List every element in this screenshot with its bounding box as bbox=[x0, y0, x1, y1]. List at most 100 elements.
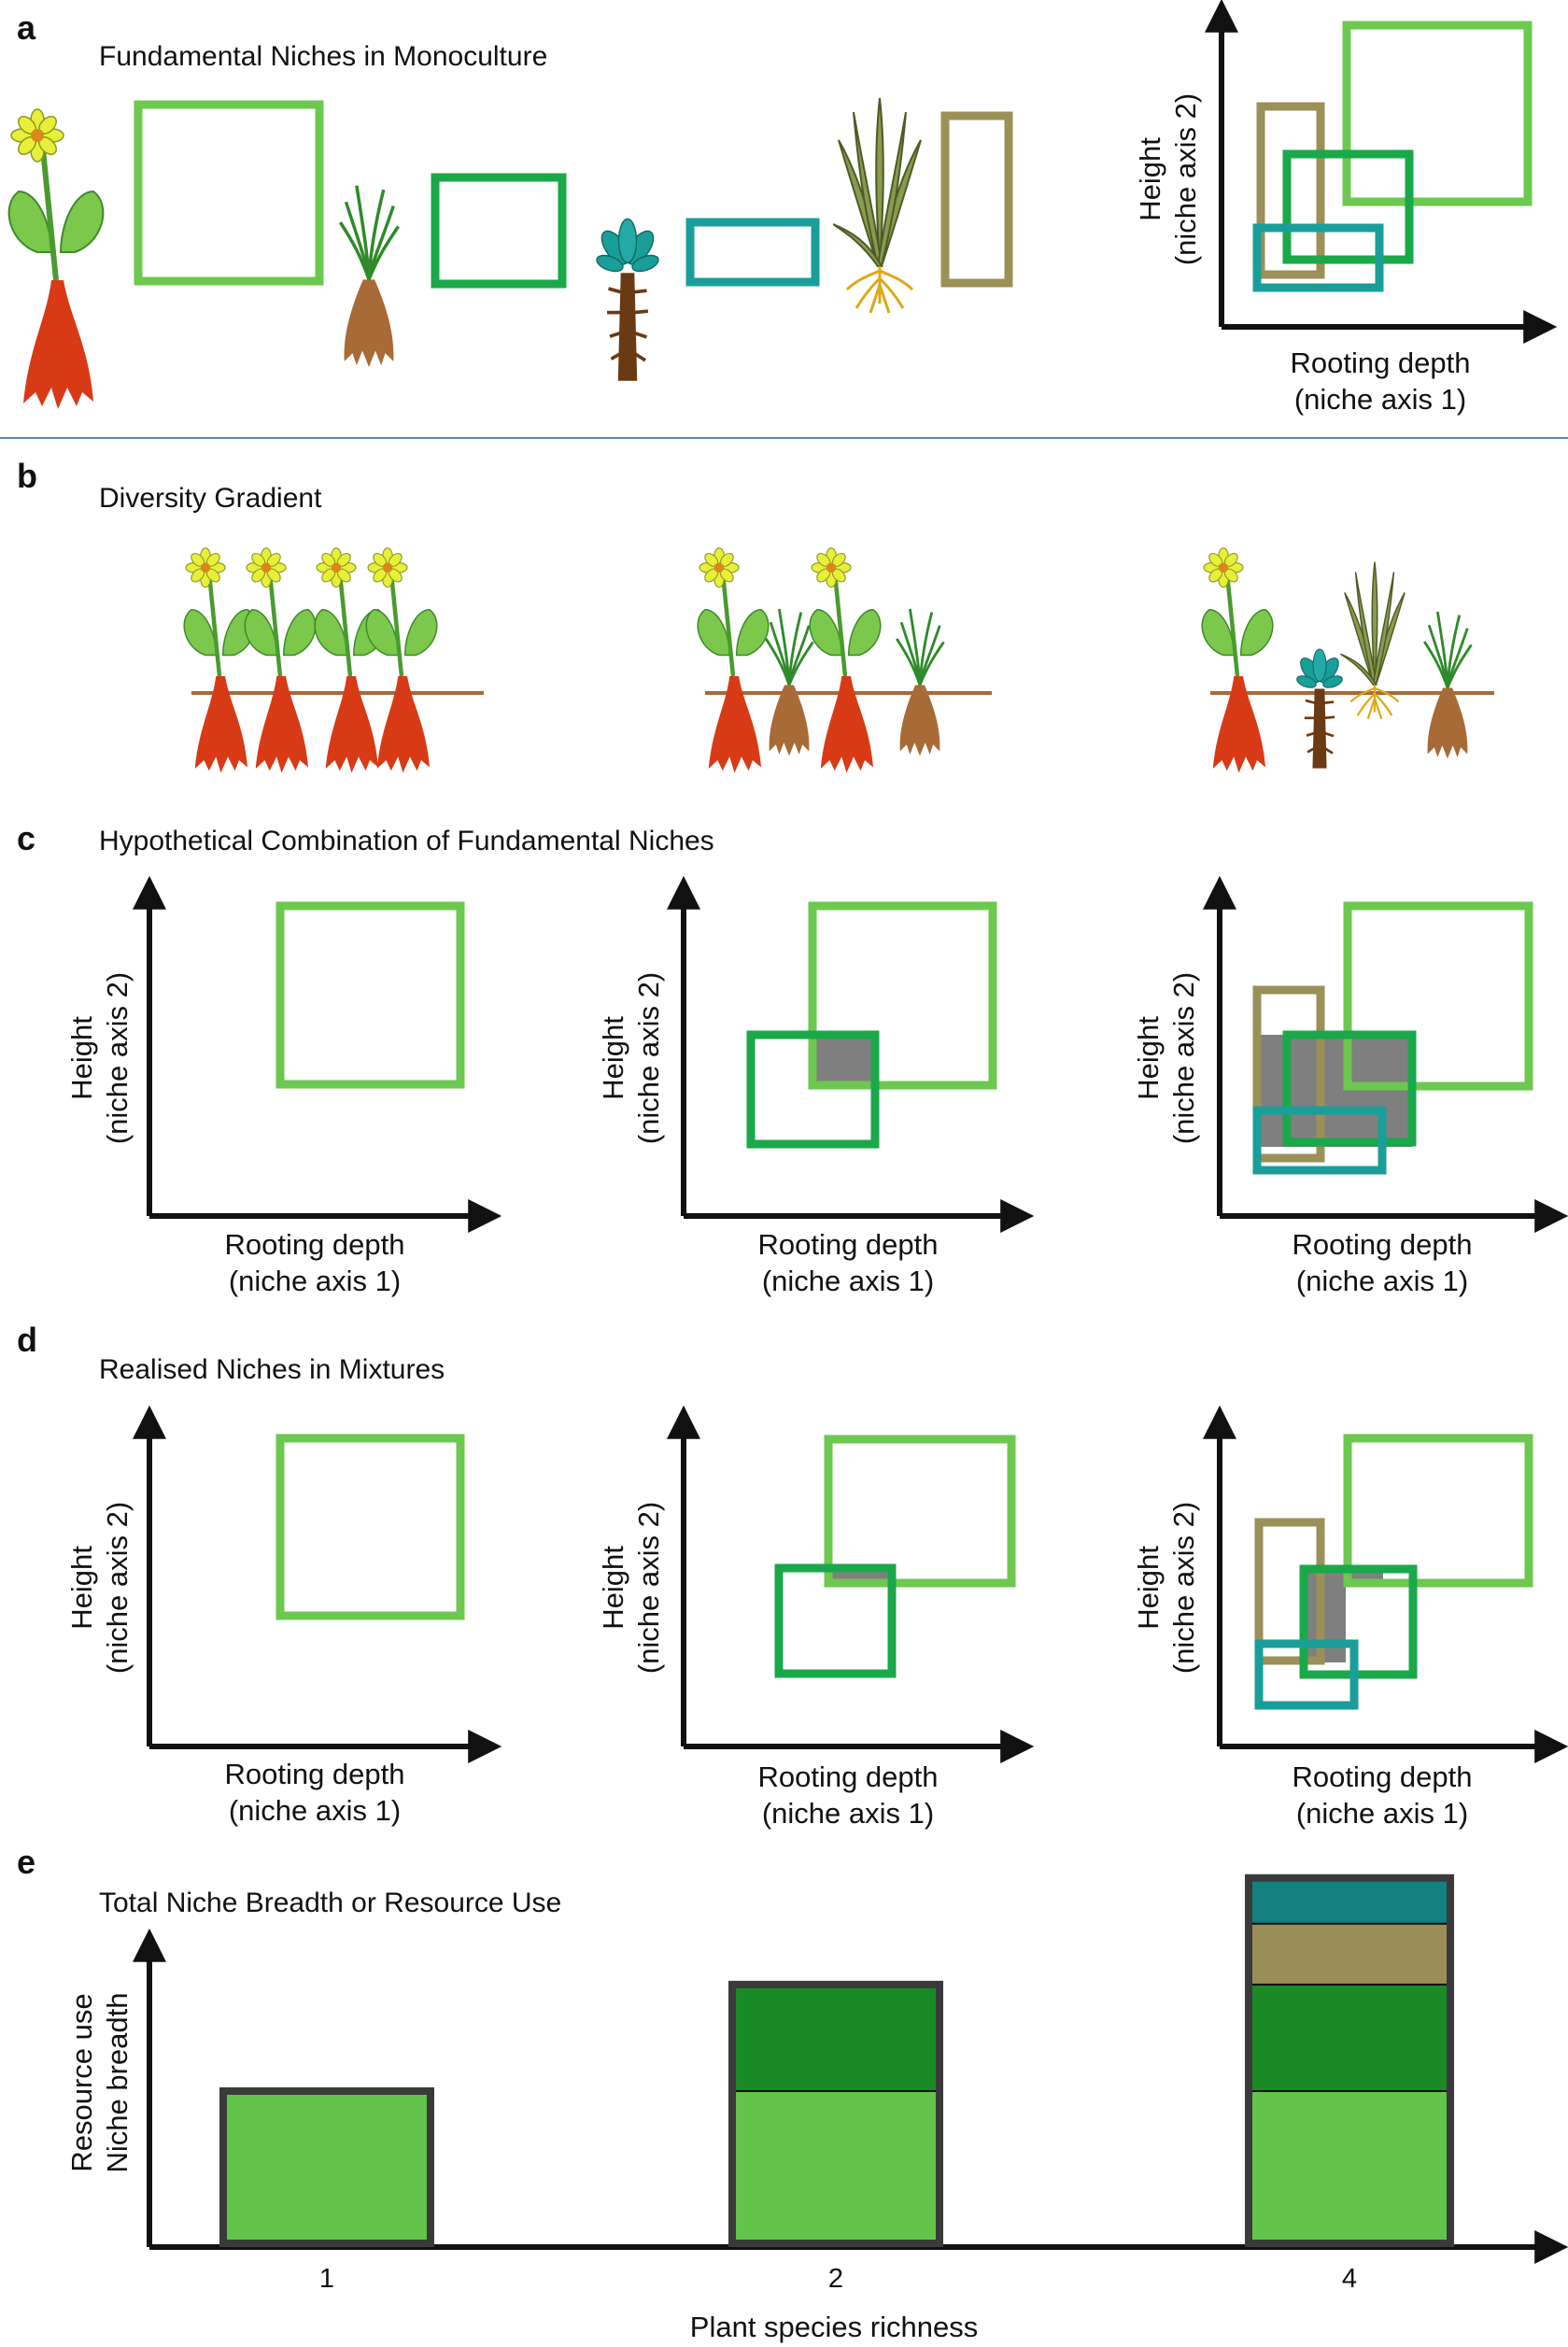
y-axis-sublabel: (niche axis 2) bbox=[1167, 1502, 1200, 1674]
y-axis-sublabel: Niche breadth bbox=[101, 1992, 134, 2172]
rosette-plant-icon bbox=[1293, 647, 1346, 771]
panel-a: a Fundamental Niches in Monoculture Heig… bbox=[9, 0, 1558, 416]
bar-segment-4-2 bbox=[1248, 1983, 1451, 2092]
plot-d-1: Height (niche axis 2) Rooting depth (nic… bbox=[65, 1405, 502, 1827]
plot-c-1: Height (niche axis 2) Rooting depth (nic… bbox=[65, 875, 502, 1297]
niche-box-species-1 bbox=[1342, 21, 1533, 206]
panel-label-c: c bbox=[17, 819, 35, 857]
panel-d: d Realised Niches in Mixtures Height (ni… bbox=[17, 1321, 1568, 1830]
niche-box-species-1 bbox=[134, 100, 324, 286]
bar-outline-4 bbox=[1245, 1873, 1454, 2248]
x-axis-label: Rooting depth bbox=[1292, 1760, 1472, 1793]
panel-label-e: e bbox=[17, 1843, 35, 1881]
bar-segment-2-2 bbox=[731, 1983, 940, 2092]
flower-plant-icon bbox=[366, 548, 437, 773]
x-axis-label: Rooting depth bbox=[224, 1228, 404, 1261]
community-richness-2 bbox=[698, 548, 992, 773]
flower-plant-icon bbox=[184, 548, 255, 773]
niche-box-species-4 bbox=[940, 111, 1013, 288]
y-axis-label: Height bbox=[597, 1016, 629, 1100]
flower-plant-icon bbox=[1202, 548, 1273, 773]
y-axis-label: Height bbox=[597, 1546, 629, 1630]
niche-box-species-4 bbox=[1254, 1518, 1325, 1665]
rosette-plant-icon bbox=[595, 219, 660, 381]
flower-plant-icon bbox=[9, 109, 104, 409]
niche-box-species-1 bbox=[1343, 901, 1533, 1091]
y-axis-label: Height bbox=[1132, 1546, 1165, 1630]
bar-outline-1 bbox=[219, 2087, 434, 2247]
sedge-plant-icon bbox=[1339, 560, 1406, 720]
x-axis-label: Rooting depth bbox=[1290, 346, 1470, 379]
niche-box-species-1 bbox=[275, 1434, 465, 1620]
chart-title: Total Niche Breadth or Resource Use bbox=[99, 1887, 561, 1918]
y-axis-sublabel: (niche axis 2) bbox=[632, 1502, 665, 1674]
sedge-plant-icon bbox=[833, 96, 923, 315]
x-axis-sublabel: (niche axis 1) bbox=[229, 1794, 401, 1827]
bar-segment-4-4 bbox=[1248, 1876, 1451, 1925]
x-axis-label: Rooting depth bbox=[757, 1760, 938, 1793]
overlap-area bbox=[812, 1035, 875, 1085]
flower-plant-icon bbox=[245, 548, 316, 773]
community-richness-1 bbox=[184, 548, 484, 773]
niche-box-species-2 bbox=[746, 1030, 880, 1149]
bar-segment-2-1 bbox=[731, 2090, 940, 2244]
x-tick-label: 2 bbox=[828, 2264, 843, 2294]
bar-segment-4-3 bbox=[1248, 1922, 1451, 1986]
y-axis-sublabel: (niche axis 2) bbox=[101, 972, 134, 1144]
plot-d-2: Height (niche axis 2) Rooting depth (nic… bbox=[597, 1405, 1035, 1830]
x-tick-label: 1 bbox=[319, 2264, 334, 2294]
grass-plant-icon bbox=[1422, 610, 1474, 761]
x-axis-sublabel: (niche axis 1) bbox=[229, 1265, 401, 1297]
y-axis-sublabel: (niche axis 2) bbox=[1167, 972, 1200, 1144]
y-axis-label: Height bbox=[65, 1016, 98, 1100]
grass-plant-icon bbox=[764, 607, 815, 758]
y-axis-label: Height bbox=[1132, 1016, 1165, 1100]
niche-box-species-1 bbox=[275, 901, 465, 1089]
panel-label-a: a bbox=[17, 8, 36, 47]
niche-box-species-4 bbox=[1256, 102, 1325, 279]
panel-title-c: Hypothetical Combination of Fundamental … bbox=[99, 826, 714, 856]
niche-box-species-3 bbox=[1252, 223, 1384, 292]
panel-b: b Diversity Gradient bbox=[17, 457, 1494, 773]
flower-plant-icon bbox=[810, 548, 881, 773]
y-axis-sublabel: (niche axis 2) bbox=[101, 1502, 134, 1674]
panel-title-d: Realised Niches in Mixtures bbox=[99, 1354, 445, 1385]
x-axis-label: Plant species richness bbox=[690, 2311, 978, 2343]
niche-box-species-2 bbox=[1282, 1030, 1417, 1147]
y-axis-label: Resource use bbox=[65, 1993, 98, 2171]
panel-title-b: Diversity Gradient bbox=[99, 483, 322, 514]
community-richness-4 bbox=[1202, 548, 1494, 773]
plot-a: Height (niche axis 2) Rooting depth (nic… bbox=[1134, 0, 1558, 416]
bar-segment-4-1 bbox=[1248, 2090, 1451, 2244]
niche-box-species-2 bbox=[774, 1563, 897, 1678]
flower-plant-icon bbox=[698, 548, 769, 773]
y-axis-label: Height bbox=[1134, 137, 1166, 221]
panel-e: e Total Niche Breadth or Resource Use Re… bbox=[17, 1843, 1568, 2343]
panel-title-a: Fundamental Niches in Monoculture bbox=[99, 41, 547, 72]
niche-box-species-1 bbox=[808, 901, 997, 1090]
x-axis-label: Rooting depth bbox=[224, 1758, 404, 1790]
niche-box-species-3 bbox=[1254, 1639, 1359, 1710]
y-axis-label: Height bbox=[65, 1546, 98, 1630]
niche-box-species-4 bbox=[1252, 985, 1325, 1163]
niche-box-species-1 bbox=[1343, 1434, 1533, 1588]
y-axis-sublabel: (niche axis 2) bbox=[1169, 93, 1202, 265]
x-axis-sublabel: (niche axis 1) bbox=[1296, 1265, 1468, 1297]
bar-group bbox=[219, 1873, 1454, 2248]
x-axis-sublabel: (niche axis 1) bbox=[762, 1265, 934, 1297]
niche-box-species-2 bbox=[1282, 149, 1414, 264]
panel-label-b: b bbox=[17, 457, 37, 495]
grass-plant-icon bbox=[895, 607, 946, 758]
x-axis-sublabel: (niche axis 1) bbox=[762, 1797, 934, 1830]
niche-box-species-3 bbox=[685, 218, 820, 287]
x-axis-label: Rooting depth bbox=[1292, 1228, 1472, 1261]
x-axis-sublabel: (niche axis 1) bbox=[1296, 1797, 1468, 1830]
overlap-area bbox=[1257, 1035, 1412, 1147]
plot-c-3: Height (niche axis 2) Rooting depth (nic… bbox=[1132, 875, 1568, 1297]
grass-plant-icon bbox=[338, 183, 401, 369]
niche-box-species-1 bbox=[824, 1435, 1016, 1588]
plot-d-3: Height (niche axis 2) Rooting depth (nic… bbox=[1132, 1405, 1568, 1830]
x-axis-label: Rooting depth bbox=[757, 1228, 938, 1261]
